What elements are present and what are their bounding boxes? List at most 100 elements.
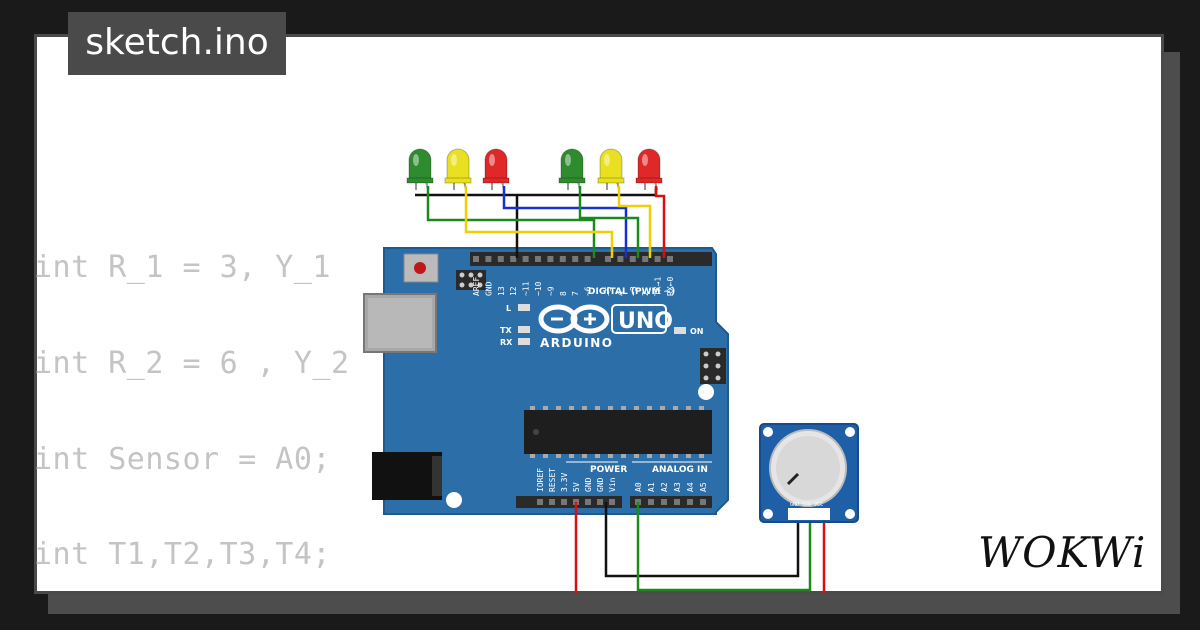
digital-pin[interactable] [485,256,492,262]
board-brand: ARDUINO [540,336,613,350]
wire-blue-1 [502,186,628,258]
board-model: UNO [618,309,673,334]
power-pin-label: GND [584,477,593,492]
power-pin-label: GND [596,477,605,492]
digital-pin-label: ~5 [604,286,613,296]
reset-button-cap[interactable] [414,262,426,274]
wire-green-1 [426,186,596,258]
power-pin[interactable] [609,499,615,505]
power-pin-label: IOREF [536,468,545,492]
code-line-1: int R_1 = 3, Y_1 [34,250,331,285]
led-green[interactable] [406,148,434,191]
analog-pin-label: A5 [699,482,708,492]
digital-pin[interactable] [642,256,649,262]
digital-pin[interactable] [559,256,566,262]
digital-pin[interactable] [584,256,591,262]
analog-pin-label: A0 [634,482,643,492]
wire-black-pot-gnd [604,502,800,578]
wires [415,186,826,594]
potentiometer-pins-label: GND SIG VCC [790,502,823,508]
digital-pin-label: RX←0 [666,277,675,296]
icsp-header [456,270,486,290]
mounting-hole [446,492,462,508]
led-l [518,304,530,311]
analog-pin-label: A2 [660,482,669,492]
digital-pin[interactable] [617,256,624,262]
mounting-hole [698,384,714,400]
power-pin[interactable] [561,499,567,505]
power-pin-label: 3.3V [560,473,569,492]
wire-green-a0 [636,502,812,592]
digital-pin-label: ~11 [522,281,531,296]
power-pin[interactable] [549,499,555,505]
power-pin-label: RESET [548,468,557,492]
led-green[interactable] [558,148,586,191]
analog-pin[interactable] [648,499,654,505]
digital-pin-label: 7 [571,291,580,296]
digital-pin-label: ~9 [546,286,555,296]
code-line-4: int T1,T2,T3,T4; [34,537,331,572]
digital-pin-label: ~3 [629,286,638,296]
analog-pin[interactable] [700,499,706,505]
digital-pin-label: AREF [472,277,481,296]
arduino-logo [538,304,610,334]
digital-pin[interactable] [572,256,579,262]
wokwi-logo: WOKWi [978,528,1147,577]
led-red[interactable] [635,148,663,191]
power-header-label: POWER [590,465,627,475]
wire-yellow-2 [617,186,652,258]
digital-pin[interactable] [497,256,504,262]
knob-indicator [786,472,800,486]
digital-pin[interactable] [667,256,673,262]
digital-pin[interactable] [629,256,636,262]
analog-pin-label: A3 [673,482,682,492]
analog-header [630,496,712,508]
analog-pin[interactable] [674,499,680,505]
digital-pin-label: ~6 [584,286,593,296]
power-pin[interactable] [597,499,603,505]
digital-pin-label: TX→1 [654,277,663,296]
digital-pin[interactable] [535,256,541,262]
led-red[interactable] [482,148,510,191]
digital-header-label: DIGITAL (PWM ~) [588,287,675,297]
digital-pin-label: 8 [559,291,568,296]
digital-pin[interactable] [510,256,517,262]
digital-header [470,252,712,266]
led-yellow[interactable] [597,148,625,191]
digital-pin-label: ~10 [534,281,543,296]
power-jack [372,452,442,500]
led-yellow[interactable] [444,148,472,191]
potentiometer[interactable]: GND SIG VCC [759,423,859,523]
analog-pin[interactable] [661,499,667,505]
led-on [674,327,686,334]
digital-pin-label: GND [484,281,493,296]
digital-pin[interactable] [473,256,479,262]
led-label-l: L [506,304,511,313]
code-line-2: int R_2 = 6 , Y_2 [34,346,350,381]
wire-yellow-1 [464,186,614,258]
digital-pin-label: 4 [616,291,625,296]
analog-pin-label: A4 [686,482,695,492]
analog-header-label: ANALOG IN [652,465,708,475]
file-tab[interactable]: sketch.ino [68,12,286,75]
led-label-rx: RX [500,338,513,347]
wire-green-2 [578,186,640,258]
digital-pin[interactable] [654,256,661,262]
digital-pin[interactable] [522,256,529,262]
power-pin-label: Vin [608,477,617,492]
icsp-header-right [700,348,726,384]
atmega-chip [524,406,712,458]
digital-pin[interactable] [547,256,554,262]
led-rx [518,338,530,345]
digital-pin-label: 13 [497,286,506,296]
on-label: ON [690,327,704,336]
analog-pin-label: A1 [647,482,656,492]
analog-pin[interactable] [687,499,693,505]
power-pin[interactable] [585,499,591,505]
power-pin[interactable] [537,499,543,505]
led-tx [518,326,530,333]
digital-pin-label: 2 [641,291,650,296]
digital-pin[interactable] [605,256,611,262]
